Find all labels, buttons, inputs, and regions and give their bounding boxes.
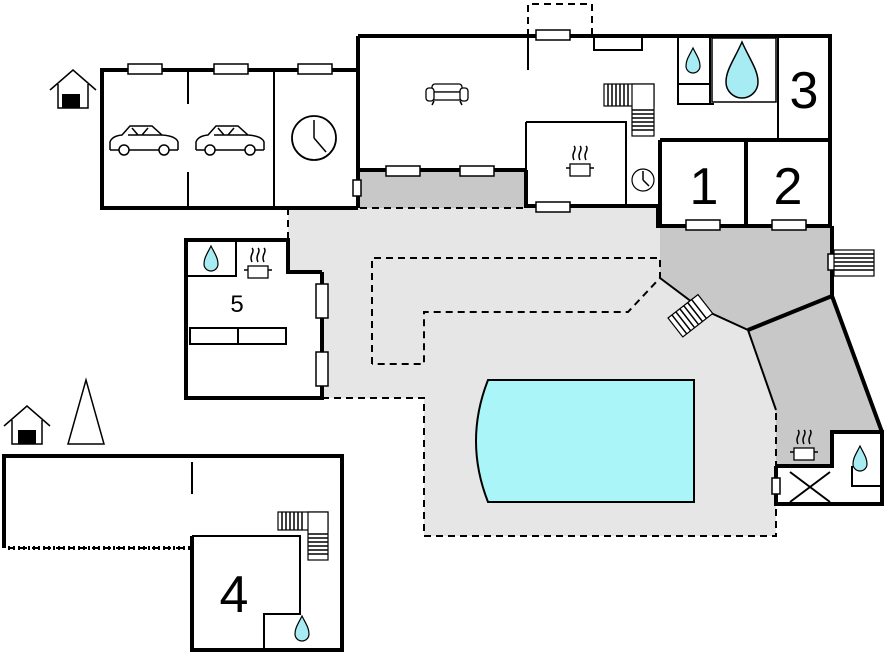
window — [385, 165, 421, 177]
room-number-4: 4 — [220, 566, 249, 624]
stairs-icon — [667, 293, 714, 338]
window — [127, 63, 163, 75]
window — [352, 179, 362, 197]
stove-icon — [244, 247, 272, 279]
tree-icon — [67, 377, 105, 445]
room-number-2: 2 — [774, 158, 803, 216]
living-walls — [356, 34, 832, 228]
water-drop-icon — [203, 244, 219, 272]
window — [315, 351, 329, 387]
bedroom-walls — [658, 138, 830, 226]
window — [213, 63, 249, 75]
annex5-inner-walls — [188, 242, 287, 345]
annex-4 — [2, 454, 344, 652]
living-inner-walls — [525, 36, 643, 206]
clock-icon — [631, 168, 655, 192]
water-drop-icon — [725, 40, 759, 99]
poolhouse-inner — [789, 466, 880, 503]
car-icon — [195, 125, 265, 156]
water-drop-icon — [685, 46, 701, 74]
stove-icon — [566, 145, 594, 177]
house-icon — [49, 69, 97, 109]
windows — [127, 29, 837, 495]
garage-dividers — [187, 72, 275, 206]
window — [535, 29, 571, 41]
window — [535, 201, 571, 213]
raised-terrace-outline — [371, 257, 661, 365]
pool-house — [659, 226, 884, 506]
bedroom3-walls — [677, 36, 779, 138]
window — [297, 63, 333, 75]
annex-5 — [184, 238, 324, 400]
main-building — [100, 34, 832, 228]
water-drop-icon — [294, 614, 310, 642]
window — [685, 219, 721, 231]
room-number-1: 1 — [690, 158, 719, 216]
annex4-walls — [2, 454, 344, 652]
annex5-walls — [184, 238, 324, 400]
covered-terrace-carport — [359, 172, 525, 208]
water-drop-icon — [852, 444, 868, 472]
stairs-icon — [603, 83, 655, 137]
stove-icon — [790, 429, 818, 461]
room-number-3: 3 — [790, 62, 819, 120]
car-icon — [109, 125, 179, 156]
window — [771, 219, 807, 231]
house-icon — [3, 405, 51, 445]
window — [315, 283, 329, 319]
bathroom-fixture — [711, 37, 777, 103]
stairs-icon — [277, 511, 329, 561]
covered-terrace — [359, 172, 882, 466]
stairs-icon — [833, 249, 875, 277]
clock-icon — [291, 115, 337, 161]
sofa-icon — [425, 83, 469, 106]
covered-terrace-east — [660, 226, 882, 466]
room-number-5: 5 — [230, 291, 243, 318]
window — [459, 165, 495, 177]
window — [771, 477, 781, 495]
carport-extension-outline — [527, 3, 593, 36]
swimming-pool — [475, 379, 695, 503]
annex4-inner-walls — [191, 462, 301, 650]
terrace-edge — [659, 277, 777, 411]
